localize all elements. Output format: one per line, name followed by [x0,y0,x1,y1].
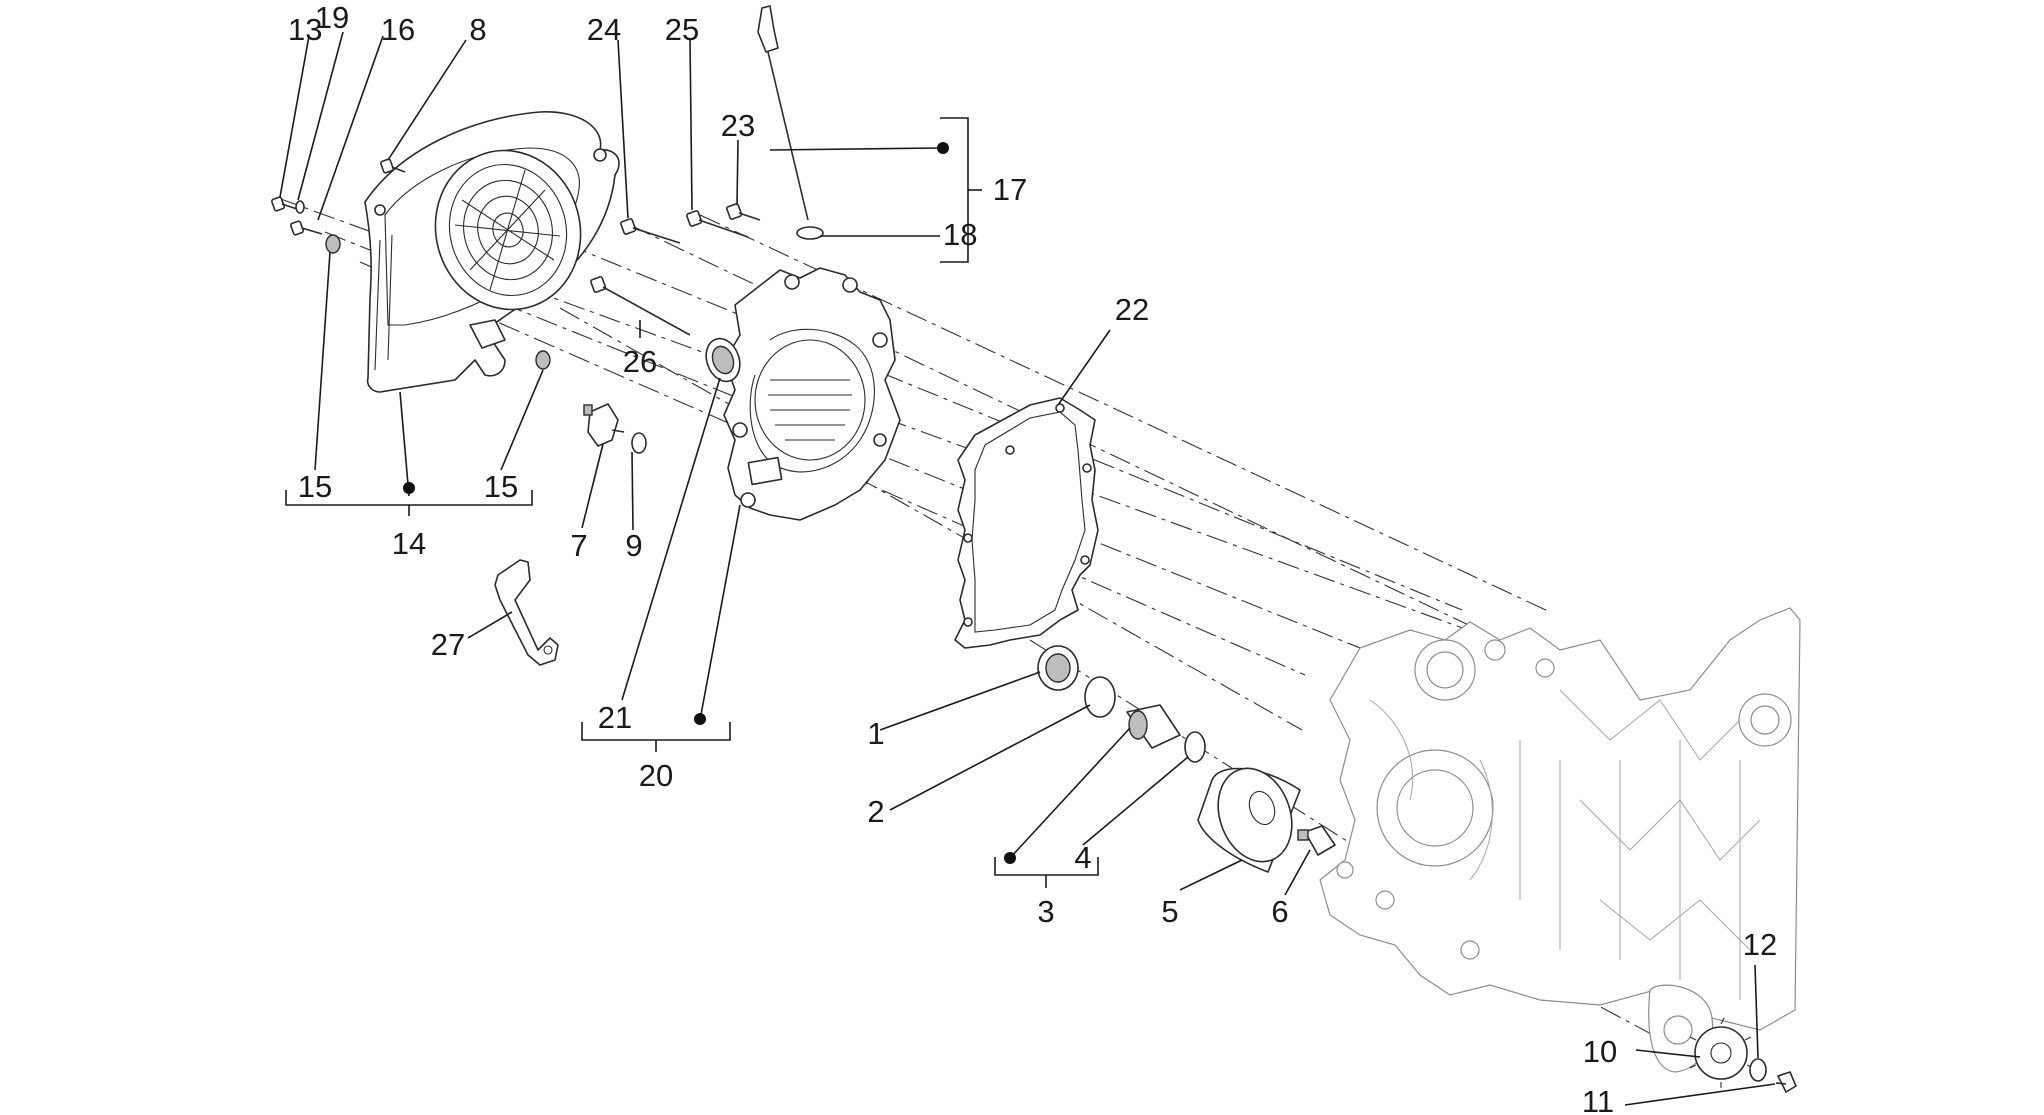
group-member-dots [403,142,1016,864]
callout-17: 17 [993,172,1027,207]
screw-part-11 [1775,1071,1797,1093]
oil-seal-part-21 [705,337,741,383]
leader-lines [279,31,1776,1106]
callout-7: 7 [570,528,587,563]
screw-part-8 [380,158,406,174]
callout-13: 13 [288,12,322,47]
callout-23: 23 [721,108,755,143]
callout-14: 14 [392,526,426,561]
callout-1: 1 [867,716,884,751]
dipstick-part-17 [757,5,809,221]
sensor-part-7 [583,403,625,447]
sprocket-part-10 [1689,1017,1754,1088]
callout-26: 26 [623,344,657,379]
bracket-part-27 [494,559,559,666]
washer-part-12 [1749,1058,1767,1082]
callout-15-left: 15 [298,469,332,504]
callout-8: 8 [469,12,486,47]
callout-18: 18 [943,217,977,252]
grommet-part-15-upper [325,234,341,254]
bolt-part-26 [590,276,691,336]
washer-part-9 [631,432,647,454]
callout-19: 19 [315,0,349,35]
washer-part-19 [295,200,305,214]
callout-21: 21 [598,700,632,735]
bolt-part-25 [686,210,749,238]
callout-labels: 13 19 16 8 24 25 23 17 18 22 26 15 15 14… [288,0,1777,1115]
callout-20: 20 [639,758,673,793]
grouping-brackets [285,117,1099,888]
callout-11: 11 [1582,1084,1614,1115]
callout-12: 12 [1743,927,1777,962]
callout-2: 2 [867,794,884,829]
callout-27: 27 [431,627,465,662]
callout-15-right: 15 [484,469,518,504]
oil-filter-part-5 [1197,767,1301,873]
o-ring-part-2 [1084,676,1116,718]
grommet-part-15-lower [535,350,551,370]
callout-10: 10 [1583,1034,1617,1069]
nipple-part-6 [1297,825,1336,856]
fan-cover-part-14 [364,111,620,393]
callout-25: 25 [665,12,699,47]
crankcase-half-part-20 [723,267,901,521]
crankcase-ghost [1319,607,1801,1031]
callout-16: 16 [381,12,415,47]
filter-insert-part-3 [1126,704,1181,749]
seal-part-1 [1037,645,1079,691]
o-ring-part-18 [796,226,824,240]
o-ring-part-4 [1184,731,1206,763]
callout-4: 4 [1074,840,1091,875]
callout-6: 6 [1271,894,1288,929]
callout-24: 24 [587,12,621,47]
callout-3: 3 [1037,894,1054,929]
callout-5: 5 [1161,894,1178,929]
bolt-part-16 [290,220,323,236]
gasket-part-22 [954,397,1099,649]
bolt-part-24 [620,218,681,244]
callout-22: 22 [1115,292,1149,327]
bolt-part-23 [726,203,761,221]
callout-9: 9 [625,528,642,563]
